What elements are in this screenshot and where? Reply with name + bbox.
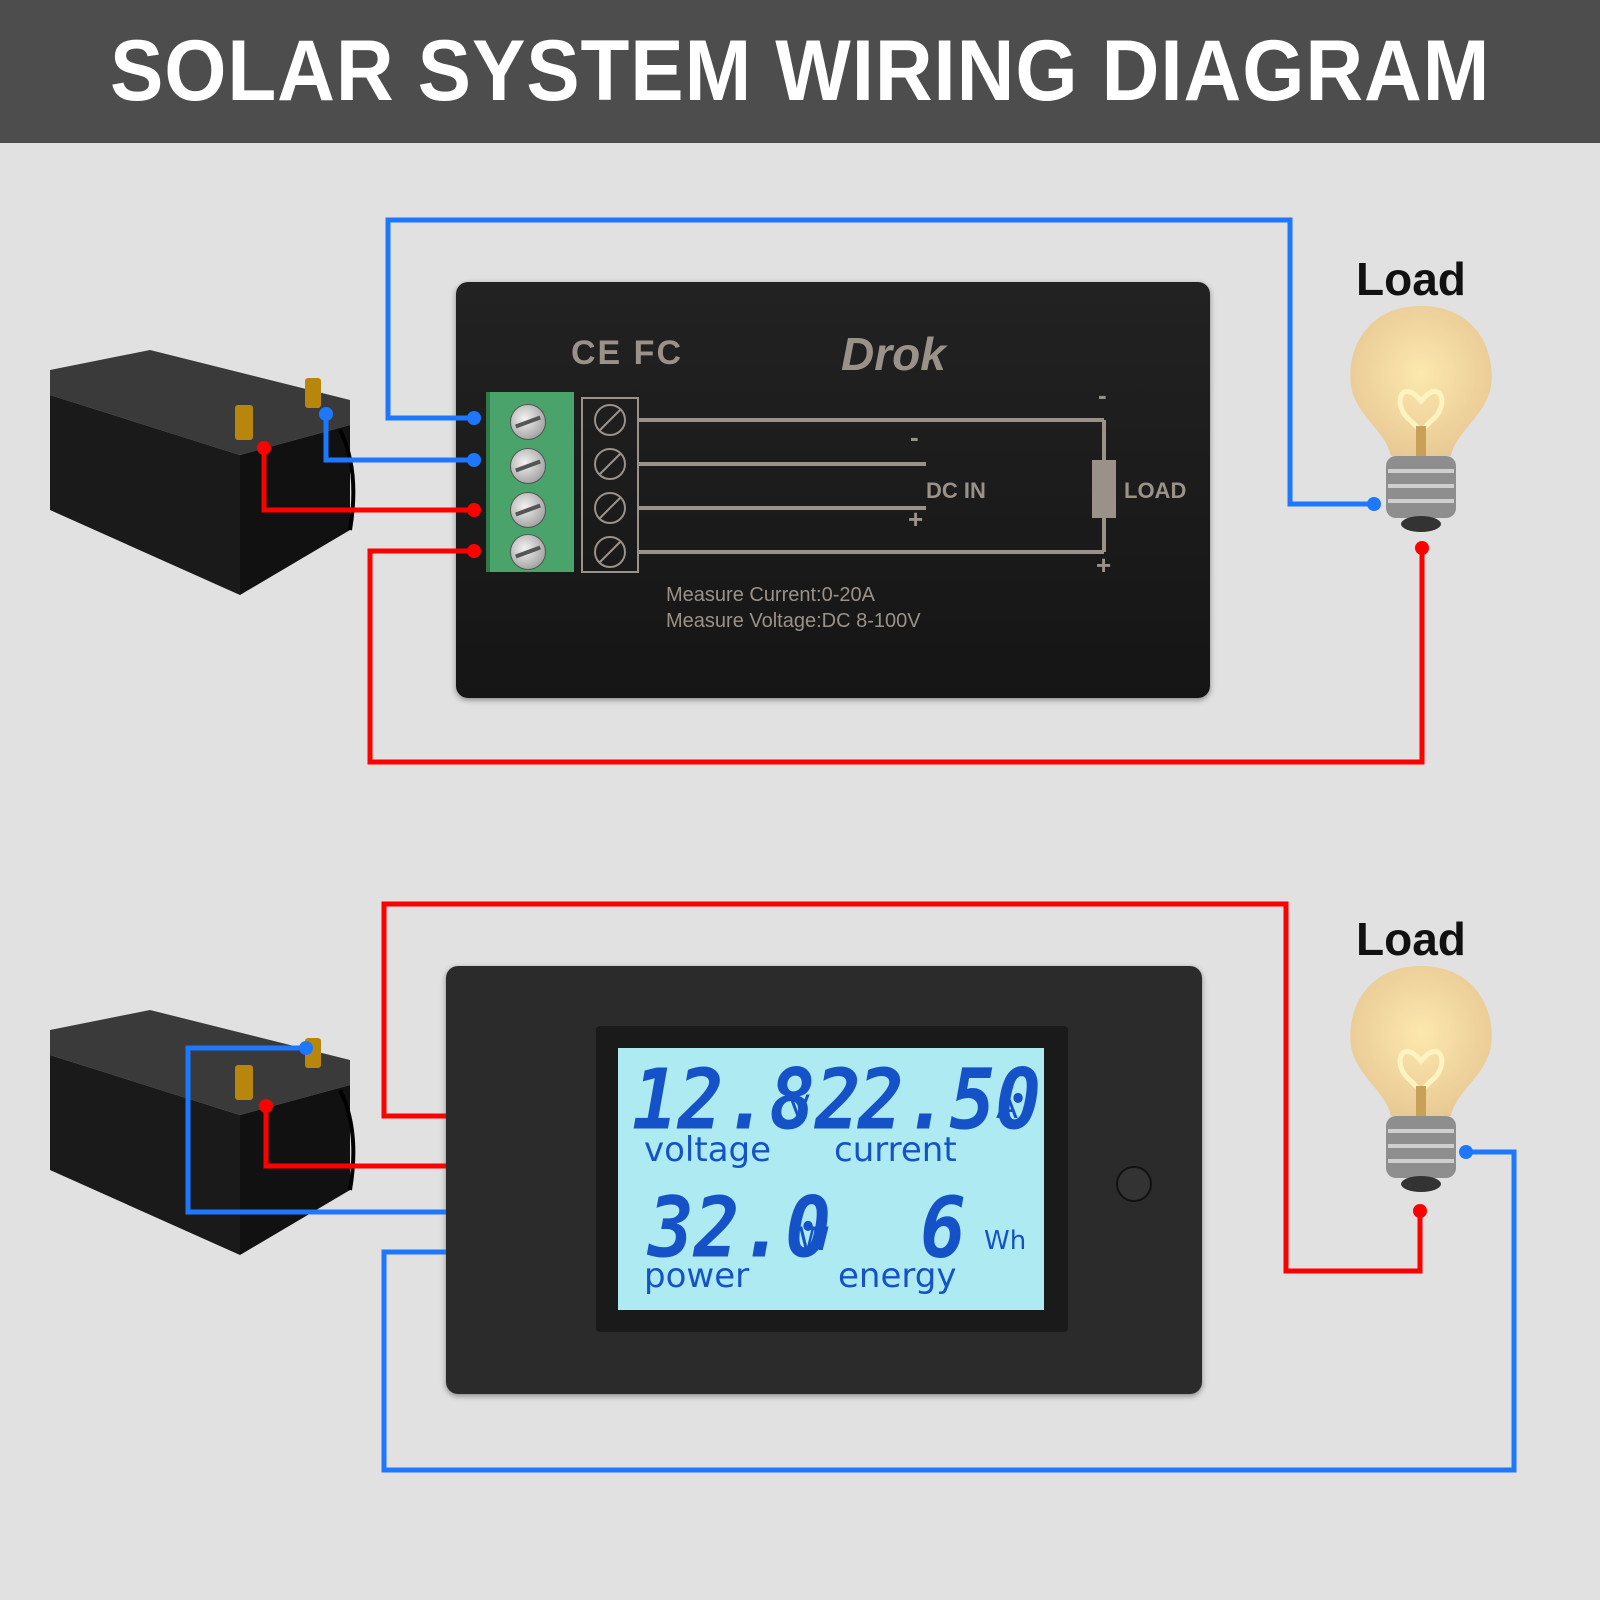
current-label: current — [834, 1130, 957, 1170]
light-bulb-icon — [1350, 306, 1492, 532]
energy-label: energy — [838, 1256, 957, 1296]
voltage-value: 12.82 — [632, 1050, 861, 1149]
wiring-schematic-print — [581, 397, 1116, 573]
meter-front-panel: 12.82 V 2.50 A voltage current 32.0 W 6 … — [446, 966, 1202, 1394]
voltage-unit: V — [788, 1088, 810, 1126]
wire-negative-load-top — [385, 217, 1374, 507]
terminal-screw[interactable] — [510, 534, 546, 570]
dc-in-minus-sign: - — [910, 422, 919, 452]
terminal-screw[interactable] — [510, 448, 546, 484]
reset-button[interactable] — [1116, 1166, 1152, 1202]
terminal-screw[interactable] — [510, 492, 546, 528]
dc-in-plus-sign: + — [908, 504, 924, 534]
wire-positive-load-bottom — [381, 901, 1423, 1274]
spec-voltage: Measure Voltage:DC 8-100V — [666, 610, 921, 632]
certification-marks: CE FC — [571, 334, 683, 372]
wire-negative-battery-top — [323, 414, 474, 463]
light-bulb-icon — [1350, 966, 1492, 1192]
wire-positive-load-top — [367, 548, 1425, 765]
wire-positive-battery-top — [261, 448, 474, 513]
power-unit: W — [798, 1220, 830, 1258]
brand-logo: Drok — [841, 328, 946, 380]
current-unit: A — [996, 1088, 1018, 1126]
load-label-top: Load — [1356, 253, 1466, 305]
wire-negative-battery-bottom — [185, 1045, 446, 1215]
power-label: power — [644, 1256, 750, 1296]
dc-in-label: DC IN — [926, 478, 986, 503]
load-label-bottom: Load — [1356, 913, 1466, 965]
page-title: SOLAR SYSTEM WIRING DIAGRAM — [109, 23, 1491, 119]
lcd-display: 12.82 V 2.50 A voltage current 32.0 W 6 … — [618, 1048, 1044, 1310]
wire-positive-battery-bottom — [263, 1106, 446, 1169]
current-value: 2.50 — [858, 1050, 1042, 1149]
load-print-label: LOAD — [1124, 478, 1187, 503]
voltage-label: voltage — [644, 1130, 772, 1170]
wire-negative-load-bottom — [381, 1149, 1517, 1473]
power-value: 32.0 — [648, 1178, 832, 1277]
terminal-screw[interactable] — [510, 404, 546, 440]
energy-value: 6 — [920, 1178, 966, 1277]
energy-unit: Wh — [984, 1226, 1027, 1256]
header-banner: SOLAR SYSTEM WIRING DIAGRAM — [0, 0, 1600, 143]
spec-current: Measure Current:0-20A — [666, 584, 875, 606]
meter-back-panel: CE FC Drok - + - + DC IN LOAD Measure Cu… — [456, 282, 1210, 698]
load-minus-sign: - — [1098, 380, 1107, 410]
terminal-block[interactable] — [486, 392, 574, 572]
load-plus-sign: + — [1096, 550, 1112, 580]
